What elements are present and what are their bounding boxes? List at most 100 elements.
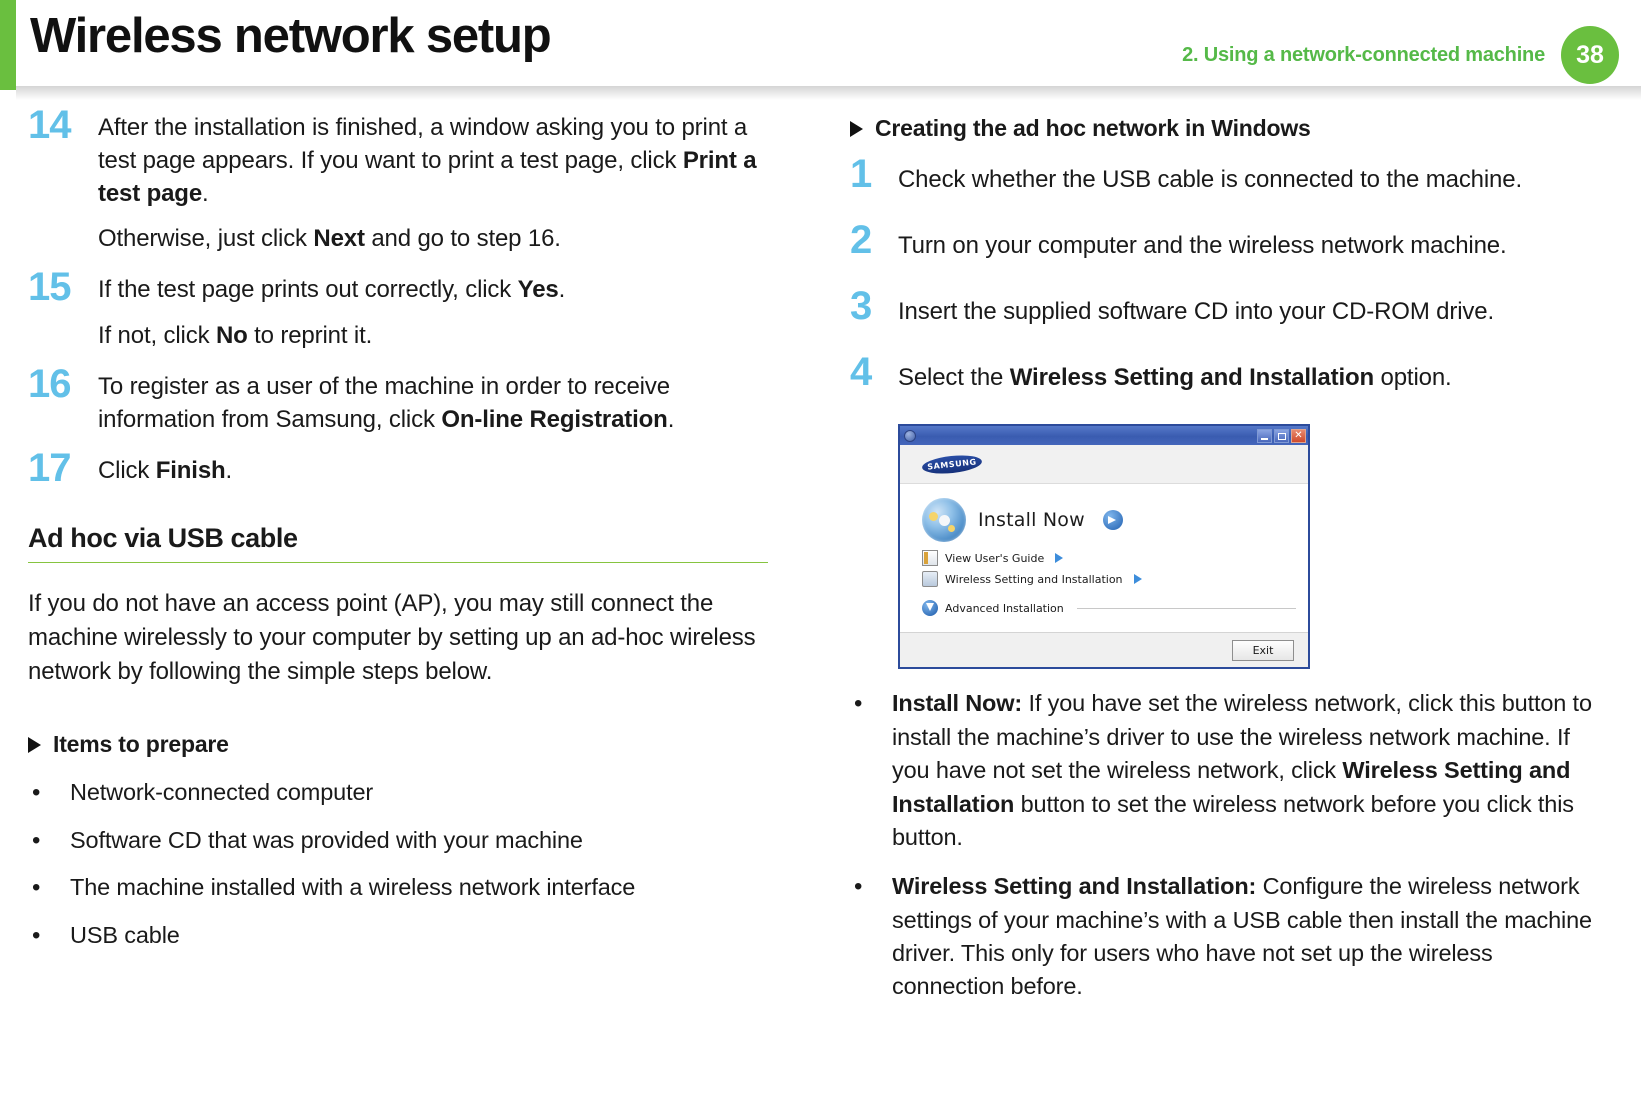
bullet-marker: • [32, 779, 41, 807]
body-text: . [667, 405, 675, 433]
bullet-marker: • [854, 690, 863, 718]
step-number: 2 [850, 218, 872, 263]
page-title: Wireless network setup [30, 9, 552, 63]
view-users-guide-label: View User's Guide [945, 551, 1045, 565]
step-paragraph: Turn on your computer and the wireless n… [898, 229, 1610, 262]
installer-footer: Exit [900, 632, 1308, 668]
step-paragraph: Insert the supplied software CD into you… [898, 295, 1610, 328]
body-text: Select the [898, 364, 1010, 392]
list-item: •USB cable [28, 919, 788, 953]
body-text: Click [98, 456, 156, 484]
close-icon[interactable]: ✕ [1291, 428, 1306, 443]
list-item: •The machine installed with a wireless n… [28, 871, 788, 905]
step-number: 3 [850, 284, 872, 329]
bullet-marker: • [854, 873, 863, 901]
install-now-button[interactable]: Install Now [900, 498, 1308, 543]
play-triangle-icon [1133, 574, 1142, 585]
step-paragraph: If not, click No to reprint it. [98, 319, 788, 352]
samsung-logo: SAMSUNG [921, 452, 983, 477]
minimize-icon[interactable] [1257, 428, 1272, 443]
emphasis-text: Next [313, 225, 365, 253]
emphasis-text: Wireless Setting and Installation [1009, 364, 1375, 392]
list-item-label: Wireless Setting and Installation: Confi… [892, 870, 1610, 1003]
body-text: If the test page prints out correctly, c… [98, 276, 518, 304]
list-item-label: Network-connected computer [70, 779, 374, 806]
step-paragraph: If the test page prints out correctly, c… [98, 273, 788, 306]
wireless-setting-link[interactable]: Wireless Setting and Installation [900, 571, 1308, 588]
step-item: 16 To register as a user of the machine i… [28, 364, 788, 436]
step-paragraph: Check whether the USB cable is connected… [898, 163, 1610, 196]
list-item-label: Install Now: If you have set the wireles… [892, 687, 1610, 854]
step-text: After the installation is finished, a wi… [98, 111, 788, 255]
body-text: If you have set the wireless network, cl… [892, 690, 1592, 784]
list-item: • Wireless Setting and Installation: Conf… [850, 870, 1610, 1003]
body-text: and go to step 16. [364, 225, 561, 253]
maximize-icon[interactable] [1274, 428, 1289, 443]
wireless-setting-label: Wireless Setting and Installation [945, 572, 1123, 586]
step-text: Check whether the USB cable is connected… [898, 163, 1610, 196]
window-controls: ✕ [1257, 428, 1306, 443]
left-steps-list: 14 After the installation is finished, a … [28, 105, 788, 488]
step-paragraph: Otherwise, just click Next and go to ste… [98, 222, 788, 255]
advanced-divider [1076, 607, 1296, 609]
book-icon [922, 550, 938, 567]
installer-logo-bar: SAMSUNG [900, 445, 1308, 485]
subhead-label: Items to prepare [53, 731, 229, 758]
view-users-guide-link[interactable]: View User's Guide [900, 550, 1308, 567]
list-item: • Install Now: If you have set the wirele… [850, 687, 1610, 854]
body-text: If not, click [98, 321, 216, 349]
body-text: . [225, 456, 233, 484]
step-number: 15 [28, 265, 72, 310]
step-number: 4 [850, 350, 872, 395]
step-item: 2 Turn on your computer and the wireless … [850, 220, 1610, 262]
body-text: to reprint it. [247, 321, 373, 349]
cd-disc-icon [922, 498, 966, 543]
body-text: Check whether the USB cable is connected… [898, 166, 1522, 193]
page-header: Wireless network setup 2. Using a networ… [0, 0, 1641, 100]
body-text: . [202, 180, 209, 208]
emphasis-text: No [215, 321, 248, 349]
header-shadow [16, 86, 1641, 100]
bullet-marker: • [32, 874, 41, 902]
step-item: 15 If the test page prints out correctly,… [28, 267, 788, 351]
advanced-installation-link[interactable]: Advanced Installation [900, 600, 1308, 617]
install-now-label: Install Now [978, 509, 1085, 532]
emphasis-text: Print a test page [98, 147, 757, 208]
system-menu-icon[interactable] [904, 429, 916, 442]
list-item: •Software CD that was provided with your… [28, 824, 788, 858]
section-intro-paragraph: If you do not have an access point (AP),… [28, 589, 756, 686]
exit-button[interactable]: Exit [1232, 639, 1294, 661]
section-heading: Ad hoc via USB cable [28, 522, 298, 553]
emphasis-text: Install Now: [892, 690, 1023, 717]
list-item-label: Software CD that was provided with your … [70, 826, 583, 853]
step-text: Select the Wireless Setting and Installa… [898, 361, 1610, 394]
body-text: Insert the supplied software CD into you… [898, 298, 1494, 326]
option-descriptions-list: • Install Now: If you have set the wirele… [850, 687, 1610, 1003]
body-text: Otherwise, just click [98, 225, 314, 253]
step-text: Click Finish. [98, 454, 788, 487]
subhead-label: Creating the ad hoc network in Windows [875, 115, 1311, 141]
section-divider [28, 561, 768, 563]
triangle-bullet-icon [28, 736, 41, 753]
step-text: Turn on your computer and the wireless n… [898, 229, 1610, 262]
body-text: After the installation is finished, a wi… [98, 114, 748, 175]
step-text: To register as a user of the machine in … [98, 370, 788, 436]
body-text: option. [1374, 364, 1452, 392]
step-number: 14 [28, 103, 72, 147]
page-number-badge: 38 [1561, 26, 1619, 84]
subhead-creating-ad-hoc: Creating the ad hoc network in Windows [850, 115, 1610, 142]
installer-screenshot-figure: ✕ SAMSUNG Install Now [898, 424, 1610, 670]
step-number: 16 [28, 361, 72, 406]
step-paragraph: To register as a user of the machine in … [98, 370, 788, 436]
installer-main-area: Install Now View User's Guide Wireless S… [900, 484, 1308, 633]
right-column: Creating the ad hoc network in Windows 1… [850, 111, 1610, 1020]
left-column: 14 After the installation is finished, a … [28, 105, 788, 1020]
step-text: If the test page prints out correctly, c… [98, 273, 788, 351]
body-text: button to set the wireless network befor… [892, 790, 1574, 850]
header-accent-bar [0, 0, 16, 90]
body-text: Configure the wireless network settings … [892, 873, 1592, 1000]
samsung-installer-window: ✕ SAMSUNG Install Now [898, 424, 1310, 670]
installer-title-bar: ✕ [900, 426, 1308, 446]
